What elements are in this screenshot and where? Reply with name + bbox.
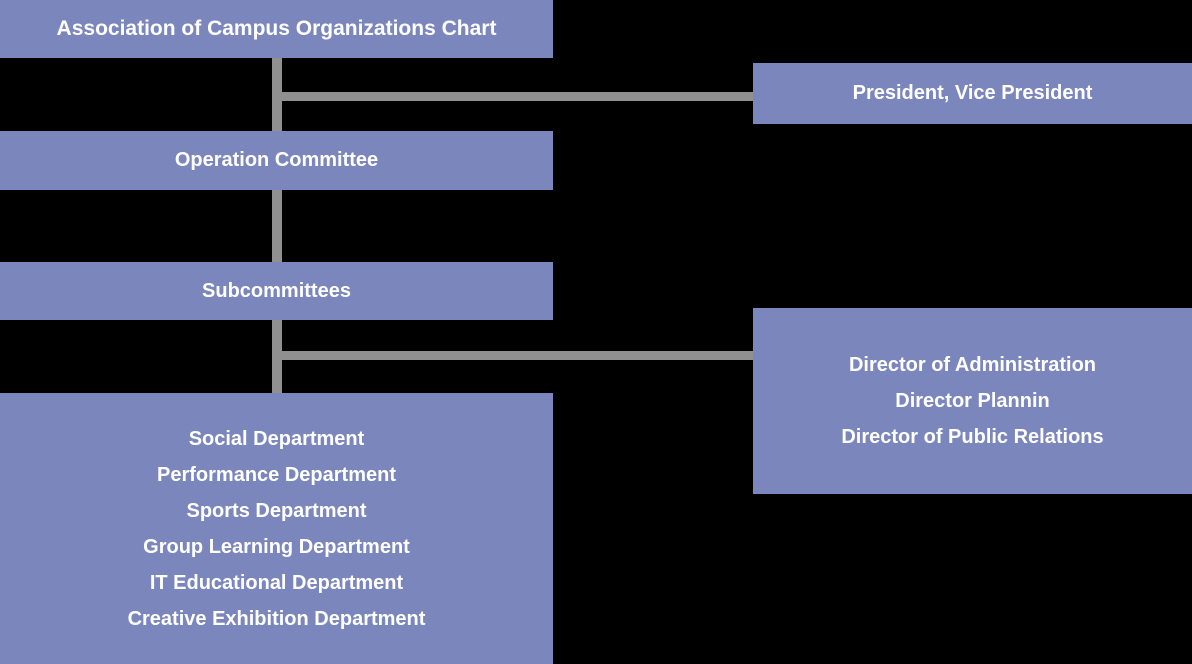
node-departments-line: Social Department <box>188 427 365 450</box>
node-executives-label: President, Vice President <box>852 82 1093 105</box>
node-association-title[interactable]: Association of Campus Organizations Char… <box>0 0 553 58</box>
node-departments-line: Sports Department <box>186 499 367 522</box>
node-subcommittees-label: Subcommittees <box>202 279 351 302</box>
node-operation-committee[interactable]: Operation Committee <box>0 131 553 190</box>
node-departments[interactable]: Social Department Performance Department… <box>0 393 553 664</box>
node-directors-line: Director of Public Relations <box>841 426 1104 448</box>
node-executives[interactable]: President, Vice President <box>753 63 1192 124</box>
node-departments-line: Group Learning Department <box>143 535 410 558</box>
node-departments-line: Creative Exhibition Department <box>127 607 426 630</box>
node-operation-committee-label: Operation Committee <box>174 149 379 172</box>
node-directors[interactable]: Director of Administration Director Plan… <box>753 308 1192 494</box>
node-directors-line: Director of Administration <box>848 354 1097 376</box>
connector-title-to-executives <box>272 92 754 101</box>
node-association-title-label: Association of Campus Organizations Char… <box>56 17 497 41</box>
node-directors-line: Director Plannin <box>895 390 1050 412</box>
node-subcommittees[interactable]: Subcommittees <box>0 262 553 320</box>
connector-operation-to-subcommittees <box>272 189 282 264</box>
node-departments-line: Performance Department <box>157 463 396 486</box>
node-departments-line: IT Educational Department <box>149 571 404 594</box>
connector-subcommittees-to-directors <box>272 351 754 360</box>
